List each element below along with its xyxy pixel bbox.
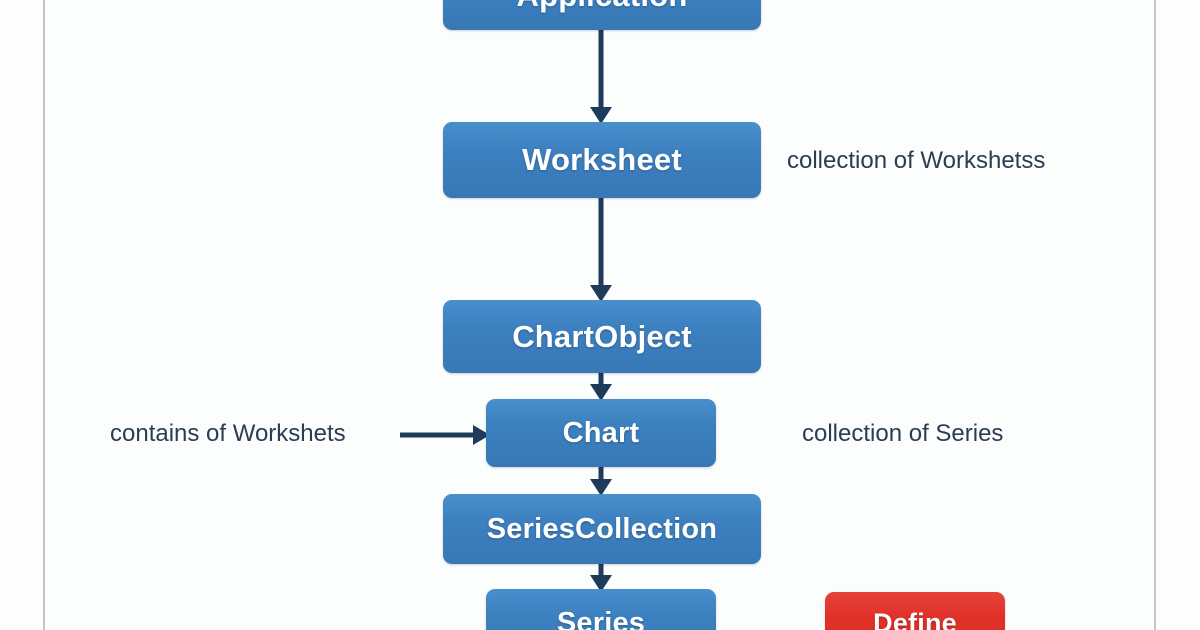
arrow-shaft — [598, 28, 604, 108]
arrow-application-to-worksheet — [588, 28, 614, 124]
arrow-shaft — [598, 371, 604, 387]
node-seriescollection[interactable]: SeriesCollection — [443, 494, 761, 564]
arrow-head-down-icon — [590, 479, 612, 496]
node-define[interactable]: Define — [825, 592, 1005, 630]
node-chart[interactable]: Chart — [486, 399, 716, 467]
arrow-shaft — [598, 196, 604, 286]
arrow-shaft — [598, 465, 604, 482]
annotation-collection-of-series: collection of Series — [802, 420, 1004, 447]
arrow-contains-label-to-chart — [400, 425, 490, 445]
slide-left-border — [43, 0, 45, 630]
annotation-contains-of-worksheets: contains of Workshets — [110, 420, 346, 447]
arrow-head-right-icon — [473, 425, 490, 445]
arrow-head-down-icon — [590, 575, 612, 592]
arrow-head-down-icon — [590, 384, 612, 401]
arrow-head-down-icon — [590, 107, 612, 124]
arrow-worksheet-to-chartobject — [588, 196, 614, 302]
arrow-seriescollection-to-series — [588, 562, 614, 592]
slide-right-border — [1154, 0, 1156, 630]
arrow-chartobject-to-chart — [588, 371, 614, 401]
arrow-head-down-icon — [590, 285, 612, 302]
annotation-collection-of-worksheets: collection of Workshetss — [787, 147, 1046, 174]
arrow-shaft — [400, 432, 474, 438]
node-application[interactable]: Application — [443, 0, 761, 30]
arrow-shaft — [598, 562, 604, 578]
node-worksheet[interactable]: Worksheet — [443, 122, 761, 198]
arrow-chart-to-seriescollection — [588, 465, 614, 496]
node-series[interactable]: Series — [486, 589, 716, 630]
node-chartobject[interactable]: ChartObject — [443, 300, 761, 373]
